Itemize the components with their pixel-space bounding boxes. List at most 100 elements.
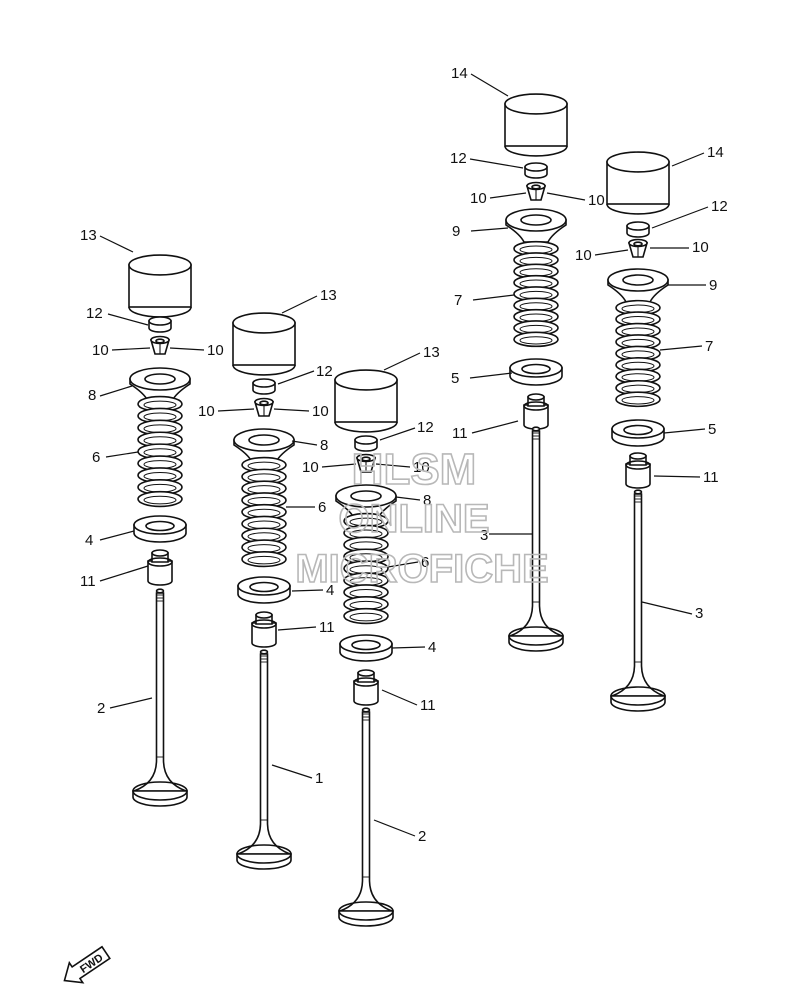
lifter-bucket-top [606,151,670,173]
spring-seat-bore [521,363,551,375]
callout-6: 6 [92,449,100,466]
callout-5: 5 [708,421,716,438]
leader-line [381,689,418,706]
leader-line [653,475,701,478]
spring-seat-top [237,576,291,596]
leader-line [663,428,706,434]
leader-line [99,530,135,541]
callout-1: 1 [315,770,323,787]
spring-seat-top [339,634,393,654]
leader-line [594,249,629,256]
valve-face [236,844,292,864]
callout-4: 4 [326,582,334,599]
valve-spring [343,512,389,625]
spring-retainer [129,367,191,402]
spring-retainer-bore [144,373,176,385]
valve-tip [361,707,371,713]
leader-line [109,697,153,709]
watermark-line-2: ONLINE [338,497,489,541]
lifter-bucket-bottom [334,421,398,433]
leader-line [375,463,411,468]
callout-10: 10 [575,247,592,264]
stem-seal-lip [527,393,545,401]
spring-retainer-rim [129,367,191,391]
callout-6: 6 [318,499,326,516]
stem-seal [251,611,277,648]
callout-2: 2 [97,700,105,717]
spring-seat-top [509,358,563,378]
callout-12: 12 [86,305,103,322]
valve-tip [259,649,269,655]
callout-10: 10 [692,239,709,256]
leader-line [291,589,324,592]
leader-line [291,440,318,446]
spring-retainer [233,428,295,463]
spring-seat-top [133,515,187,535]
lifter-bucket-top [334,369,398,391]
spring-retainer-rim [233,428,295,452]
stem-seal-shoulder [625,460,651,470]
leader-line [99,565,149,582]
valve [508,426,564,652]
leader-line [395,496,421,501]
stem-seal-lip [255,611,273,619]
stem-seal [625,452,651,489]
lifter-bucket [606,151,670,215]
stem-seal-lip [629,452,647,460]
leader-line [373,819,416,837]
leader-line [659,345,703,351]
spring-seat [133,515,187,543]
valve-pad [626,221,650,238]
leader-line [471,420,519,434]
callout-8: 8 [88,387,96,404]
spring-retainer-rim [335,484,397,508]
leader-line [641,601,693,615]
spring-seat [237,576,291,604]
lifter-bucket-bottom [606,203,670,215]
spring-retainer-rim [505,208,567,232]
callout-10: 10 [92,342,109,359]
leader-line [217,408,255,412]
leader-line [99,235,134,253]
valve-spring [137,395,183,508]
callout-10: 10 [198,403,215,420]
lifter-bucket [232,312,296,376]
callout-10: 10 [413,459,430,476]
valve-face [610,686,666,706]
spring-seat [509,358,563,386]
callout-12: 12 [711,198,728,215]
stem-seal-base [353,680,379,706]
valve-spring-coil-inner [247,555,281,565]
stem-seal-shoulder [147,557,173,567]
spring-retainer-bore [622,274,654,286]
callout-10: 10 [207,342,224,359]
callout-labels: 13 12 10 10 8 6 4 11 2 13 12 10 10 8 6 4… [80,65,728,845]
lifter-bucket-top [232,312,296,334]
stem-seal-shoulder [353,677,379,687]
valve-stem [237,653,291,855]
callout-11: 11 [452,425,468,442]
leader-line [321,463,357,468]
callout-10: 10 [470,190,487,207]
leader-line [651,206,709,229]
spring-retainer [335,484,397,519]
parts-layer [128,93,670,927]
valve-pad-top [626,221,650,231]
valve [132,588,188,807]
callout-13: 13 [320,287,337,304]
valve-pad-top [252,378,276,388]
callout-2: 2 [418,828,426,845]
callout-10: 10 [302,459,319,476]
leader-line [489,192,527,199]
valve-spring [615,299,661,408]
spring-retainer-bore [520,214,552,226]
callout-8: 8 [320,437,328,454]
leader-line [383,352,421,371]
valve-face [132,781,188,801]
valve-spring [241,456,287,568]
leader-line [281,295,318,314]
leader-line [469,372,513,379]
callout-8: 8 [423,492,431,509]
leader-line [671,152,705,167]
valve-pad [354,435,378,452]
